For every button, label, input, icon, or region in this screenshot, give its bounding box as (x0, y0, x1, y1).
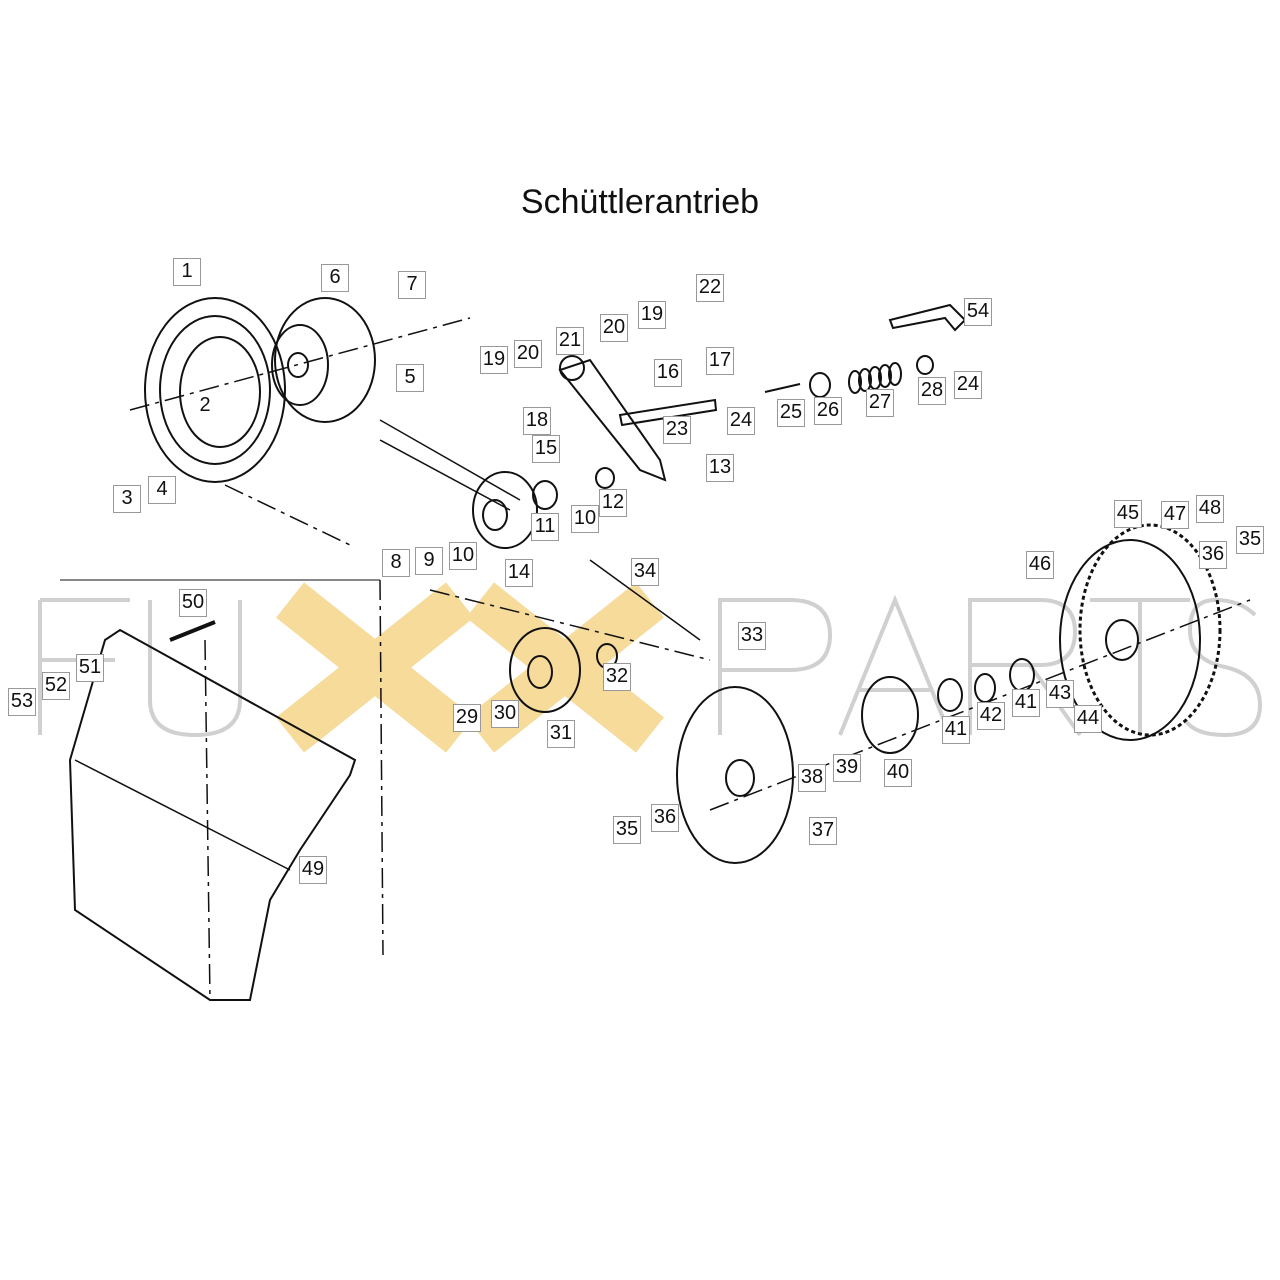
part-label[interactable]: 35 (613, 816, 641, 844)
part-label[interactable]: 17 (706, 347, 734, 375)
cover-49 (68, 628, 357, 1001)
part-label[interactable]: 19 (638, 301, 666, 329)
part-label[interactable]: 53 (8, 688, 36, 716)
part-label[interactable]: 25 (777, 399, 805, 427)
pulley-31 (509, 627, 581, 713)
part-label[interactable]: 10 (449, 542, 477, 570)
part-label[interactable]: 44 (1074, 705, 1102, 733)
part-label[interactable]: 49 (299, 856, 327, 884)
part-label[interactable]: 26 (814, 397, 842, 425)
part-label[interactable]: 50 (179, 589, 207, 617)
part-label[interactable]: 51 (76, 654, 104, 682)
part-label[interactable]: 23 (663, 416, 691, 444)
part-label[interactable]: 45 (1114, 500, 1142, 528)
part-label[interactable]: 52 (42, 672, 70, 700)
bolt-50 (169, 620, 216, 642)
part-label[interactable]: 46 (1026, 551, 1054, 579)
part-label[interactable]: 34 (631, 558, 659, 586)
diagram-title: Schüttlerantrieb (520, 183, 760, 221)
hub-6 (274, 297, 376, 423)
bracket-54 (888, 303, 967, 332)
part-label[interactable]: 38 (798, 764, 826, 792)
part-label[interactable]: 6 (321, 264, 349, 292)
part-label[interactable]: 9 (415, 547, 443, 575)
part-label[interactable]: 54 (964, 298, 992, 326)
part-label[interactable]: 1 (173, 258, 201, 286)
part-label[interactable]: 20 (600, 314, 628, 342)
part-label[interactable]: 47 (1161, 501, 1189, 529)
part-label[interactable]: 41 (942, 716, 970, 744)
part-label[interactable]: 18 (523, 407, 551, 435)
part-label[interactable]: 40 (884, 759, 912, 787)
part-label[interactable]: 24 (727, 407, 755, 435)
part-label[interactable]: 8 (382, 549, 410, 577)
part-label[interactable]: 5 (396, 364, 424, 392)
part-label[interactable]: 13 (706, 454, 734, 482)
part-label[interactable]: 21 (556, 327, 584, 355)
arm-21 (558, 358, 667, 482)
part-label[interactable]: 35 (1236, 526, 1264, 554)
watermark-right (718, 594, 1263, 738)
part-label[interactable]: 16 (654, 359, 682, 387)
part-label[interactable]: 4 (148, 476, 176, 504)
part-label[interactable]: 7 (398, 271, 426, 299)
part-label[interactable]: 19 (480, 346, 508, 374)
part-label[interactable]: 42 (977, 702, 1005, 730)
part-label[interactable]: 2 (199, 394, 211, 416)
gear-wheel-44 (1059, 539, 1201, 741)
part-label[interactable]: 28 (918, 377, 946, 405)
part-label[interactable]: 33 (738, 622, 766, 650)
part-label[interactable]: 24 (954, 371, 982, 399)
part-label[interactable]: 36 (1199, 541, 1227, 569)
part-label[interactable]: 39 (833, 754, 861, 782)
part-label[interactable]: 12 (599, 489, 627, 517)
part-label[interactable]: 30 (491, 700, 519, 728)
part-label[interactable]: 20 (514, 340, 542, 368)
part-label[interactable]: 22 (696, 274, 724, 302)
part-label[interactable]: 29 (453, 704, 481, 732)
part-label[interactable]: 43 (1046, 680, 1074, 708)
part-label[interactable]: 11 (531, 513, 559, 541)
part-label[interactable]: 32 (603, 663, 631, 691)
part-label[interactable]: 41 (1012, 689, 1040, 717)
part-label[interactable]: 14 (505, 559, 533, 587)
part-label[interactable]: 37 (809, 817, 837, 845)
flange-40 (861, 676, 919, 754)
part-14 (472, 471, 538, 549)
part-label[interactable]: 10 (571, 505, 599, 533)
part-label[interactable]: 15 (532, 435, 560, 463)
part-label[interactable]: 31 (547, 720, 575, 748)
part-label[interactable]: 27 (866, 389, 894, 417)
part-label[interactable]: 36 (651, 804, 679, 832)
part-label[interactable]: 48 (1196, 495, 1224, 523)
pulley-1 (144, 297, 286, 483)
pulley-37 (676, 686, 794, 864)
part-label[interactable]: 3 (113, 485, 141, 513)
